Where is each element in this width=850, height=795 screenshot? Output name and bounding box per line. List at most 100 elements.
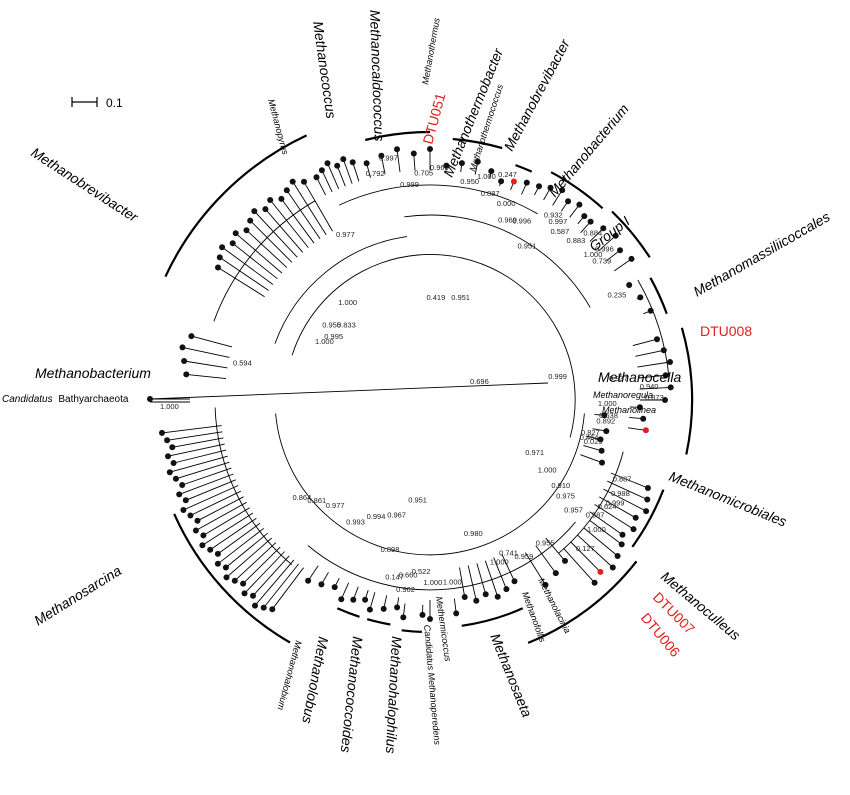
leaf-dot <box>599 459 605 466</box>
bootstrap-value: 0.996 <box>512 216 531 225</box>
clade-bracket <box>401 629 422 633</box>
leaf-dot <box>601 412 608 419</box>
leaf-dot <box>626 282 633 288</box>
leaf-dot <box>252 602 258 609</box>
leaf-dot <box>576 201 583 208</box>
branch-line <box>459 567 466 598</box>
leaf-dot <box>587 218 594 225</box>
bootstrap-value: 0.741 <box>499 548 518 557</box>
bootstrap-value: 0.993 <box>346 517 365 526</box>
branch-line <box>217 522 261 555</box>
clade-label-mperedens: Candidatus Methanoperedens <box>422 624 443 745</box>
leaf-dot <box>644 485 651 491</box>
branch-line <box>525 552 546 586</box>
clade-label-mregula: Methanoregula <box>593 390 653 400</box>
backbone-arc <box>214 407 293 566</box>
clade-label-mbrev1: Methanobrevibacter <box>28 144 142 226</box>
branch-line <box>265 208 304 253</box>
branch-line <box>254 559 295 606</box>
clade-bracket <box>336 607 360 618</box>
bootstrap-value: 0.977 <box>326 501 345 510</box>
leaf-dot <box>644 496 651 503</box>
scale-bar-label: 0.1 <box>106 96 123 110</box>
branch-line <box>501 553 515 582</box>
branch-line <box>232 242 278 280</box>
bootstrap-value: 0.861 <box>307 496 326 505</box>
bootstrap-value: 0.980 <box>464 529 483 538</box>
clade-labels: MethanobrevibacterMethanopyrusMethanococ… <box>28 10 832 755</box>
clade-label-mthermicoccus: Methermicoccus <box>434 596 453 663</box>
branch-line <box>583 527 618 557</box>
branch-line <box>217 267 265 298</box>
bootstrap-value: 1.000 <box>315 337 334 346</box>
leaf-dot <box>214 560 221 567</box>
branch-line <box>203 507 250 536</box>
backbone-arc <box>637 279 670 380</box>
branch-line <box>253 210 298 258</box>
branch-line <box>396 149 401 173</box>
highlighted-leaf-dot <box>597 568 604 575</box>
bootstrap-value: 0.827 <box>581 428 600 437</box>
leaf-dot <box>618 541 625 548</box>
branch-line <box>167 431 223 441</box>
branch-line <box>535 545 557 574</box>
leaf-dot <box>443 162 450 169</box>
leaf-dot <box>260 604 267 611</box>
leaf-dot <box>164 437 171 444</box>
branch-line <box>242 546 281 584</box>
leaf-dot <box>628 255 635 262</box>
clade-label-mcoccoides: Methanococcoides <box>338 636 366 754</box>
leaf-dot <box>640 415 647 422</box>
branch-line <box>327 163 340 190</box>
leaf-dot <box>214 550 221 557</box>
branch-line <box>598 496 636 519</box>
leaf-dot <box>188 333 195 340</box>
bootstrap-value: 0.000 <box>497 199 516 208</box>
branch-line <box>303 181 333 232</box>
clade-label-mhalophilus: Methanohalophilus <box>383 636 405 754</box>
leaf-dot <box>313 174 320 181</box>
branch-line <box>589 511 623 536</box>
leaf-dot <box>159 429 165 436</box>
branch-line <box>184 360 228 369</box>
branch-line <box>340 582 350 600</box>
outgroup-support: 1.000 <box>160 402 179 411</box>
bootstrap-value: 0.792 <box>366 169 385 178</box>
branch-line <box>307 565 319 581</box>
leaf-dot <box>511 578 518 585</box>
bootstrap-value: 0.660 <box>399 570 418 579</box>
branch-line <box>594 504 634 530</box>
branch-line <box>185 479 236 501</box>
branch-line <box>476 563 487 595</box>
leaf-dot <box>552 570 559 577</box>
branch-line <box>249 220 293 263</box>
branch-line <box>380 155 386 175</box>
bootstrap-value: 0.873 <box>645 393 664 402</box>
scale-bar: 0.1 <box>71 96 123 110</box>
leaf-dot <box>215 264 221 271</box>
branch-line <box>369 592 376 610</box>
leaf-dot <box>362 596 369 603</box>
leaf-dot <box>222 564 229 571</box>
backbone-arc <box>307 521 576 591</box>
leaf-dot <box>458 160 465 167</box>
clade-label-mmassil: Methanomassiliicoccales <box>691 208 833 299</box>
bootstrap-value: 0.950 <box>460 177 479 186</box>
clade-bracket <box>680 327 694 455</box>
clade-bracket <box>173 513 291 644</box>
branch-line <box>182 346 230 358</box>
leaf-dot <box>660 347 667 354</box>
clade-label-mthermus: Methanothermus <box>420 17 442 86</box>
leaf-dot <box>183 371 190 378</box>
bootstrap-value: 0.994 <box>367 512 386 521</box>
backbone-arc <box>275 413 585 556</box>
bootstrap-value: 0.951 <box>518 241 537 250</box>
branch-line <box>583 444 602 452</box>
bootstrap-value: 0.967 <box>387 511 406 520</box>
leaf-dot <box>172 475 179 482</box>
branch-line <box>316 176 327 196</box>
bootstrap-value: 0.988 <box>611 489 630 498</box>
clade-brackets <box>164 130 694 644</box>
leaf-dot <box>207 546 214 553</box>
